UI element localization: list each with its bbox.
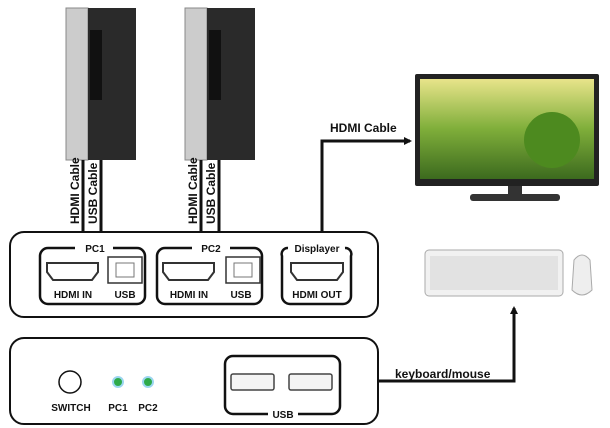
- pc2-usb-label: USB Cable: [204, 162, 218, 224]
- usb-b-port-2: [225, 256, 261, 284]
- pc1-usb-label: USB: [114, 290, 135, 301]
- switch-label: SWITCH: [51, 403, 90, 414]
- hdmi-in-port-1: [46, 262, 99, 281]
- pc1-usb-label: USB Cable: [86, 162, 100, 224]
- hdmi-in-port-2: [162, 262, 215, 281]
- usb-group-label: USB: [272, 410, 293, 421]
- hdmi-out-port: [290, 262, 344, 281]
- pc2-usb-label: USB: [230, 290, 251, 301]
- monitor: [415, 74, 599, 201]
- pc1-hdmi-in-label: HDMI IN: [54, 290, 92, 301]
- display-cable-line: [320, 137, 412, 245]
- pc1-hdmi-label: HDMI Cable: [68, 157, 82, 224]
- keyboard-cable-line: [330, 306, 518, 383]
- hdmi-out-label: HDMI OUT: [292, 290, 341, 301]
- pc2-hdmi-label: HDMI Cable: [186, 157, 200, 224]
- pc1-tower: [65, 7, 136, 161]
- pc2-hdmi-in-label: HDMI IN: [170, 290, 208, 301]
- usb-b-port-1: [107, 256, 143, 284]
- pc2-led: [142, 376, 154, 388]
- usb-a-port-2: [288, 373, 333, 391]
- keyboard: [424, 249, 564, 297]
- pc1-led-label: PC1: [108, 403, 128, 414]
- pc2-tower: [184, 7, 255, 161]
- usb-a-port-1: [230, 373, 275, 391]
- mouse: [571, 254, 593, 296]
- pc2-port-group-title: PC2: [201, 244, 221, 255]
- pc2-led-label: PC2: [138, 403, 158, 414]
- display-port-group-title: Displayer: [294, 244, 339, 255]
- pc1-port-group-title: PC1: [85, 244, 105, 255]
- pc1-led: [112, 376, 124, 388]
- kvm-front-panel: [9, 337, 379, 425]
- display-cable-label: HDMI Cable: [330, 121, 397, 135]
- switch-button[interactable]: [58, 370, 82, 394]
- keyboard-cable-label: keyboard/mouse: [395, 367, 491, 381]
